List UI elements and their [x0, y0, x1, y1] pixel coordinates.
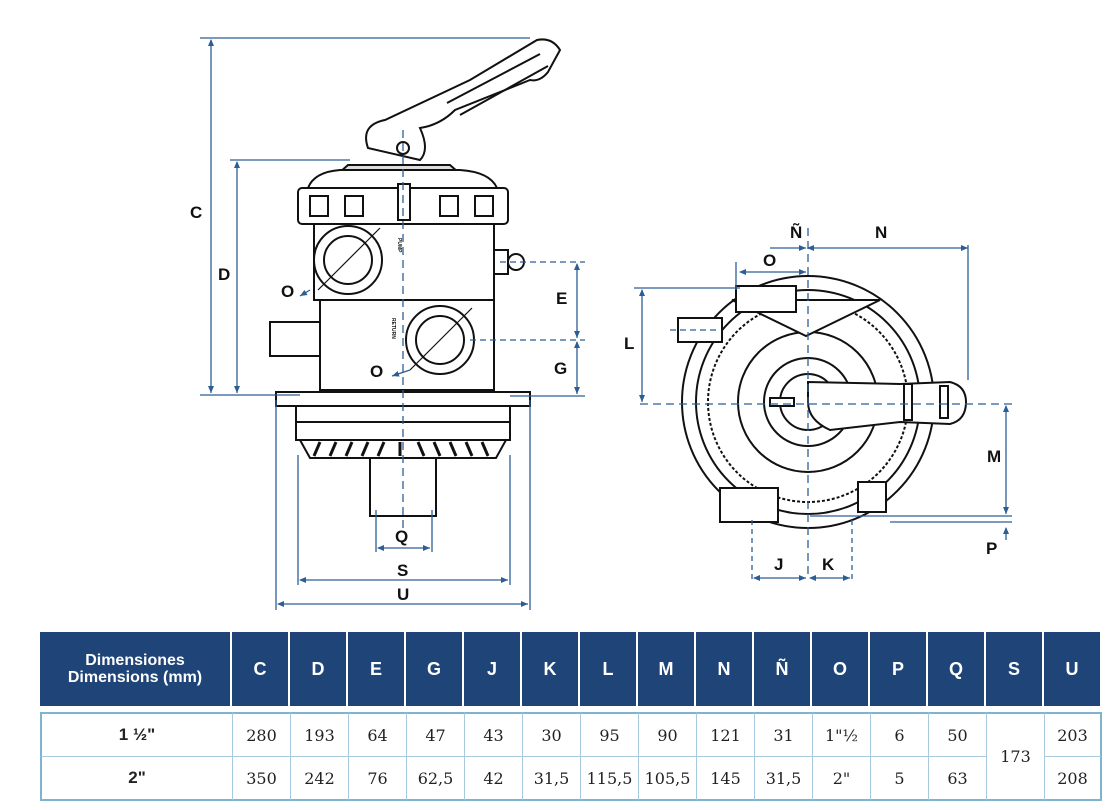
table-cell: 2" [812, 756, 870, 801]
dim-label-D: D [218, 265, 230, 284]
dim-label-G: G [554, 359, 567, 378]
table-cell: 95 [580, 712, 638, 756]
dim-label-M: M [987, 447, 1001, 466]
header-line-1: Dimensiones [85, 652, 185, 669]
table-cell: 31,5 [754, 756, 812, 801]
table-cell: 208 [1044, 756, 1102, 801]
col-header: E [348, 632, 406, 706]
table-cell: 105,5 [638, 756, 696, 801]
dim-label-N-tilde: Ñ [790, 222, 802, 242]
table-cell: 1"½ [812, 712, 870, 756]
dim-label-E: E [556, 289, 567, 308]
dim-label-U: U [397, 585, 409, 604]
dim-label-S: S [397, 561, 408, 580]
col-header: O [812, 632, 870, 706]
col-header: P [870, 632, 928, 706]
table-cell: 6 [870, 712, 928, 756]
top-handle [807, 380, 968, 432]
table-cell: 115,5 [580, 756, 638, 801]
base-teeth [312, 441, 490, 457]
table-cell: 121 [696, 712, 754, 756]
table-cell: 76 [348, 756, 406, 801]
valve-handle [365, 38, 562, 162]
dim-label-K: K [822, 555, 835, 574]
col-header: M [638, 632, 696, 706]
col-header: Q [928, 632, 986, 706]
col-header: J [464, 632, 522, 706]
dim-label-J: J [774, 555, 783, 574]
table-cell: 47 [406, 712, 464, 756]
table-cell: 242 [290, 756, 348, 801]
table-cell: 64 [348, 712, 406, 756]
table-cell: 50 [928, 712, 986, 756]
valve-cap [306, 169, 499, 189]
row-label: 1 ½" [40, 712, 232, 756]
table-row: 2" 350 242 76 62,5 42 31,5 115,5 105,5 1… [40, 756, 1102, 801]
col-header: D [290, 632, 348, 706]
top-view-dimensions [634, 228, 1012, 582]
dim-label-L: L [624, 334, 634, 353]
side-view-dimensions [200, 37, 585, 610]
dim-label-O-bottom: O [370, 362, 383, 381]
table-cell: 30 [522, 712, 580, 756]
dim-label-O-top-view: O [763, 251, 776, 270]
dim-label-P: P [986, 539, 997, 558]
table-cell-S-shared: 173 [986, 712, 1044, 801]
col-header: S [986, 632, 1044, 706]
top-view [677, 275, 968, 529]
table-header-row: Dimensiones Dimensions (mm) C D E G J K … [40, 632, 1102, 706]
table-cell: 63 [928, 756, 986, 801]
table-cell: 5 [870, 756, 928, 801]
table-cell: 350 [232, 756, 290, 801]
return-port-mark: RETURN [390, 318, 396, 339]
table-cell: 90 [638, 712, 696, 756]
table-cell: 145 [696, 756, 754, 801]
col-header: C [232, 632, 290, 706]
col-header: Ñ [754, 632, 812, 706]
valve-technical-drawing: PUMP RETURN C D E G O O Q S U [190, 37, 1012, 610]
table-cell: 193 [290, 712, 348, 756]
dim-label-C: C [190, 203, 202, 222]
table-cell: 62,5 [406, 756, 464, 801]
table-cell: 280 [232, 712, 290, 756]
pump-port-mark: PUMP [396, 238, 402, 253]
table-header-dimensions: Dimensiones Dimensions (mm) [40, 632, 232, 706]
col-header: K [522, 632, 580, 706]
col-header: N [696, 632, 754, 706]
table-cell: 31 [754, 712, 812, 756]
header-line-2: Dimensions (mm) [67, 669, 203, 686]
col-header: G [406, 632, 464, 706]
table-row: 1 ½" 280 193 64 47 43 30 95 90 121 31 1"… [40, 712, 1102, 801]
table-cell: 31,5 [522, 756, 580, 801]
col-header: U [1044, 632, 1102, 706]
dimensions-table: Dimensiones Dimensions (mm) C D E G J K … [40, 632, 1102, 801]
dim-label-Q: Q [395, 527, 408, 546]
table-cell: 42 [464, 756, 522, 801]
col-header: L [580, 632, 638, 706]
table-cell: 203 [1044, 712, 1102, 756]
dim-label-O-top: O [281, 282, 294, 301]
dim-label-N: N [875, 223, 887, 242]
table-cell: 43 [464, 712, 522, 756]
row-label: 2" [40, 756, 232, 801]
side-view [269, 38, 562, 517]
